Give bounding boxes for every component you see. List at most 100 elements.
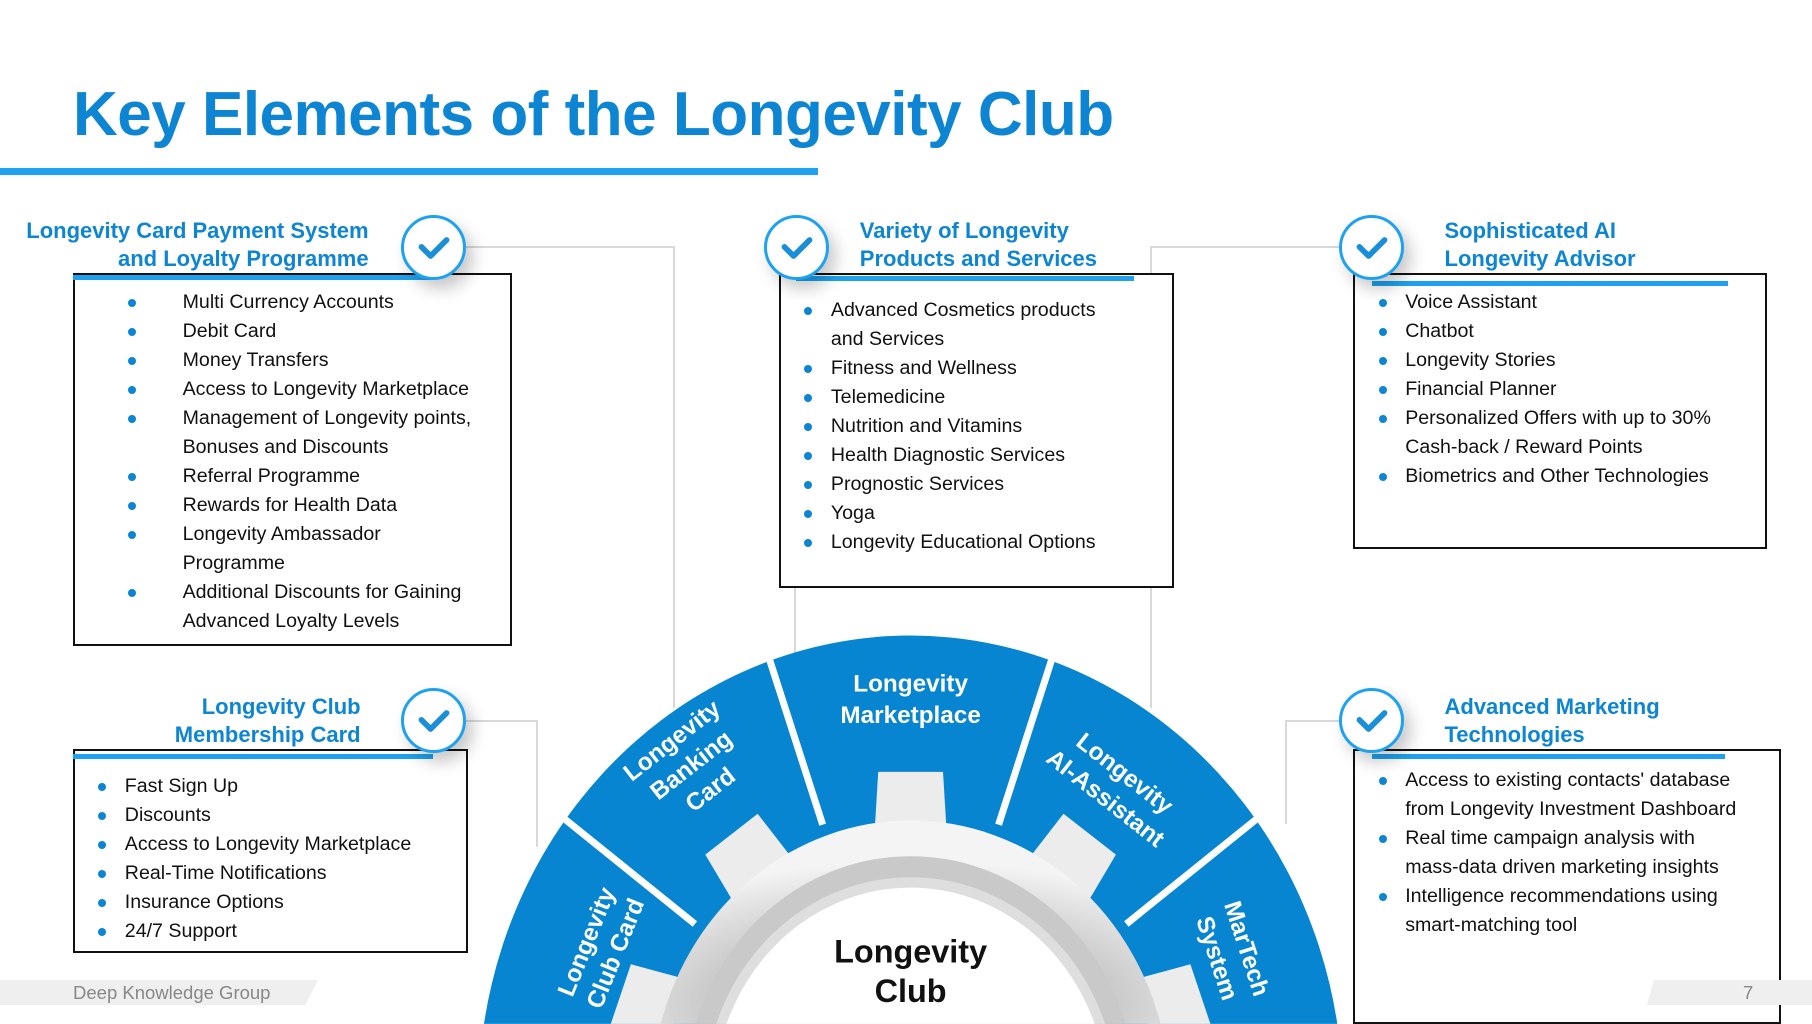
section-title-line: Products and Services (859, 246, 1098, 272)
list-item: Fitness and Wellness (779, 354, 1096, 383)
connector-line (672, 246, 675, 709)
connector-line (1149, 246, 1358, 249)
section-underline (1371, 280, 1728, 286)
title-underline (0, 168, 818, 175)
bullet-icon (98, 869, 107, 878)
list-item-text: Rewards for Health Data (182, 493, 398, 516)
footer-company: Deep Knowledge Group (73, 982, 271, 1003)
list-item-text: Prognostic Services (830, 472, 1005, 495)
section-underline (72, 275, 434, 280)
bullet-icon (804, 451, 813, 460)
list-item: Additional Discounts for Gaining Advance… (73, 578, 471, 636)
list-item: Yoga (779, 499, 1096, 528)
bullet-icon (804, 393, 813, 402)
list-item: Intelligence recommendations using smart… (1353, 882, 1736, 940)
section-underline (796, 276, 1134, 282)
bullet-icon (1378, 835, 1387, 844)
bullet-icon (128, 588, 137, 597)
list-item-text: Debit Card (182, 319, 277, 342)
list-item-text: Longevity Ambassador Programme (182, 522, 381, 574)
bullet-icon (1378, 472, 1387, 481)
list-item-text: Discounts (124, 803, 211, 826)
section-title-line: Variety of Longevity (859, 218, 1069, 244)
checkmark-icon (763, 214, 829, 280)
gear-tooth (1020, 813, 1116, 916)
list-item-text: Advanced Cosmetics products and Services (830, 298, 1096, 350)
list-item: Telemedicine (779, 383, 1096, 412)
list-item: Longevity Ambassador Programme (73, 520, 471, 578)
list-item: Health Diagnostic Services (779, 441, 1096, 470)
checkmark-icon (1339, 687, 1405, 753)
bullet-icon (1378, 385, 1387, 394)
connector-line (1285, 719, 1288, 824)
list-item-text: Management of Longevity points, Bonuses … (182, 406, 472, 458)
checkmark-icon (1339, 214, 1405, 280)
list-item: Rewards for Health Data (73, 491, 471, 520)
bullet-icon (1378, 298, 1387, 307)
list-item-text: Multi Currency Accounts (182, 290, 394, 313)
section-box (1353, 272, 1767, 549)
bullet-icon (804, 509, 813, 518)
gear-center (726, 887, 1095, 1024)
section-title-line: Longevity Card Payment System (26, 218, 369, 244)
list-item: Voice Assistant (1353, 288, 1711, 317)
list-item: Biometrics and Other Technologies (1353, 462, 1711, 491)
list-item-text: Yoga (830, 501, 875, 524)
list-item-text: 24/7 Support (124, 919, 238, 942)
section-title-line: Longevity Advisor (1444, 246, 1636, 272)
connector-line (793, 588, 797, 658)
bullet-icon (98, 927, 107, 936)
list-item: Insurance Options (73, 888, 411, 917)
list-item-text: Longevity Educational Options (830, 530, 1096, 553)
bullet-icon (128, 472, 137, 481)
wheel-center-label: Club (875, 973, 947, 1009)
list-item-text: Insurance Options (124, 890, 284, 913)
wheel-segment-label: Marketplace (840, 702, 980, 729)
checkmark-icon (401, 687, 466, 753)
list-item: Longevity Stories (1353, 346, 1711, 375)
section-title-line: Longevity Club (201, 694, 361, 720)
list-item: Access to Longevity Marketplace (73, 830, 411, 859)
bullet-icon (128, 327, 137, 336)
segment-divider (554, 809, 698, 927)
list-item-text: Nutrition and Vitamins (830, 414, 1023, 437)
list-item-text: Telemedicine (830, 385, 946, 408)
list-item-text: Additional Discounts for Gaining Advance… (182, 580, 462, 632)
bullet-icon (804, 480, 813, 489)
list-item-text: Fitness and Wellness (830, 356, 1017, 379)
section-title-line: Sophisticated AI (1444, 218, 1617, 244)
list-item: Referral Programme (73, 462, 471, 491)
bullet-icon (128, 414, 137, 423)
bullet-icon (128, 356, 137, 365)
list-item-text: Health Diagnostic Services (830, 443, 1066, 466)
bullet-icon (1378, 414, 1387, 423)
bullet-icon (1378, 777, 1387, 786)
bullet-icon (128, 298, 137, 307)
list-item: Discounts (73, 801, 411, 830)
bullet-icon (804, 306, 813, 315)
connector-line (462, 246, 674, 249)
segment-divider (995, 648, 1059, 826)
list-item-text: Biometrics and Other Technologies (1405, 464, 1709, 487)
list-item: Advanced Cosmetics products and Services (779, 296, 1096, 354)
list-item: Chatbot (1353, 317, 1711, 346)
section-item-list: Advanced Cosmetics products and Services… (779, 296, 1096, 557)
connector-line (462, 719, 538, 723)
footer-band (1647, 980, 1812, 1005)
list-item-text: Referral Programme (182, 464, 361, 487)
wheel-segment-label: Longevity (853, 671, 968, 698)
list-item-text: Chatbot (1405, 319, 1474, 342)
list-item-text: Longevity Stories (1405, 348, 1556, 371)
slide-title: Key Elements of the Longevity Club (73, 80, 1114, 149)
list-item: Fast Sign Up (73, 772, 411, 801)
list-item-text: Money Transfers (182, 348, 329, 371)
list-item-text: Financial Planner (1405, 377, 1557, 400)
page-number: 7 (1743, 982, 1754, 1003)
list-item: Personalized Offers with up to 30% Cash-… (1353, 404, 1711, 462)
list-item: Financial Planner (1353, 375, 1711, 404)
